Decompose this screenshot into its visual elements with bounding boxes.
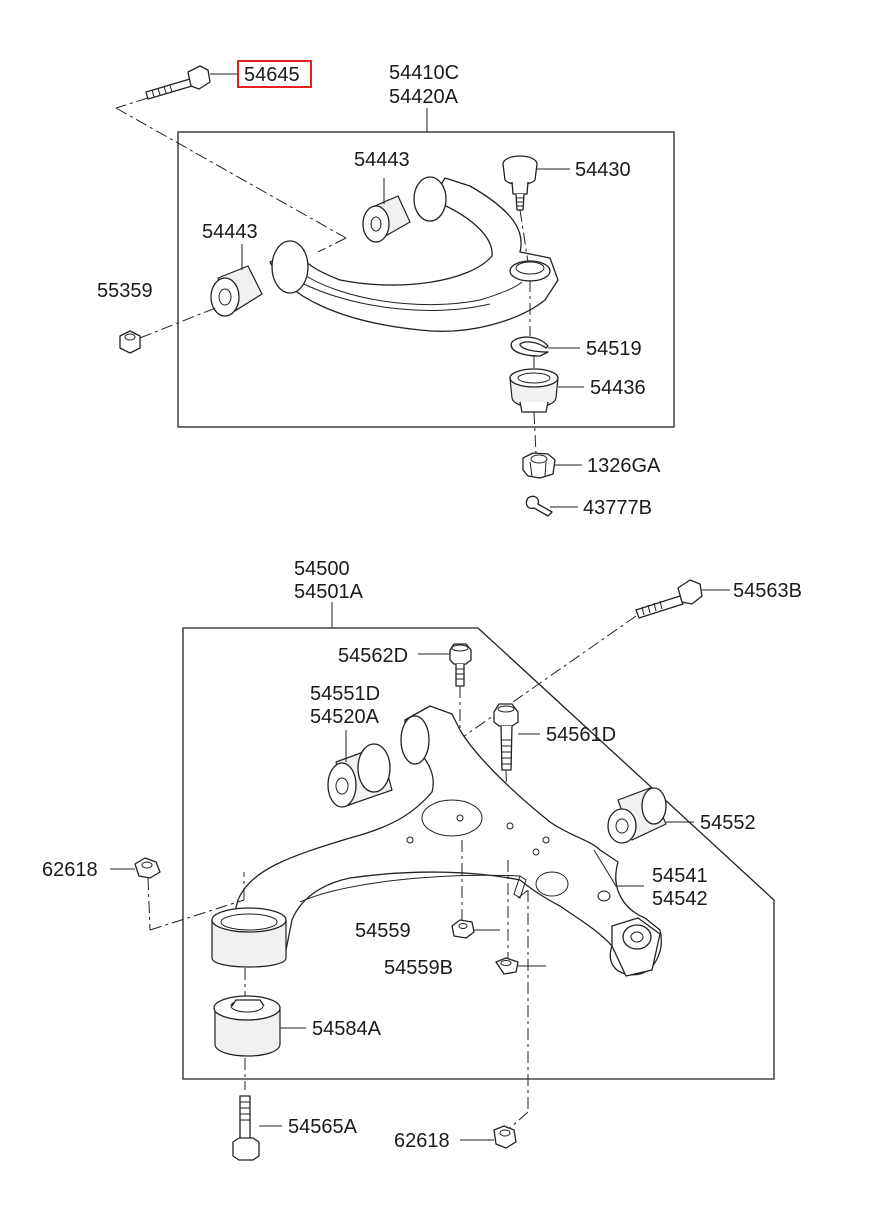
lower-arm-assembly-frame [182,627,775,1080]
nut-62618-left[interactable] [134,857,161,879]
dust-cover-54436[interactable] [509,368,559,413]
bolt-54562D[interactable] [449,643,472,687]
label-54501A[interactable]: 54501A [294,581,364,603]
bushing-54443-upper[interactable] [362,195,411,243]
label-54559B[interactable]: 54559B [384,957,453,979]
label-55359[interactable]: 55359 [97,280,153,302]
label-54551D[interactable]: 54551D [310,683,380,705]
label-54563B[interactable]: 54563B [733,580,802,602]
label-54559[interactable]: 54559 [355,920,411,942]
label-54443-upper[interactable]: 54443 [354,149,410,171]
label-62618-left[interactable]: 62618 [42,859,98,881]
label-54519[interactable]: 54519 [586,338,642,360]
nut-1326GA[interactable] [522,452,556,479]
bushing-ring[interactable] [211,907,287,968]
label-1326GA[interactable]: 1326GA [587,455,661,477]
upper-control-arm[interactable] [269,176,559,332]
bolt-54645[interactable] [145,65,211,100]
label-54552[interactable]: 54552 [700,812,756,834]
nut-55359[interactable] [119,330,141,354]
bushing-54552[interactable] [607,787,667,844]
label-62618-bottom[interactable]: 62618 [394,1130,450,1152]
label-54436[interactable]: 54436 [590,377,646,399]
label-54410C[interactable]: 54410C [389,62,459,84]
label-54645[interactable]: 54645 [244,64,300,86]
lower-control-arm[interactable] [229,705,662,977]
nut-62618-bottom[interactable] [493,1125,517,1149]
label-54541[interactable]: 54541 [652,865,708,887]
label-54562D[interactable]: 54562D [338,645,408,667]
label-54443-lower[interactable]: 54443 [202,221,258,243]
washer-54559[interactable] [451,919,475,939]
upper-arm-assembly-frame [177,131,675,428]
label-54500[interactable]: 54500 [294,558,350,580]
label-54542[interactable]: 54542 [652,888,708,910]
washer-54559B[interactable] [495,957,519,975]
label-43777B[interactable]: 43777B [583,497,652,519]
snap-ring-54519[interactable] [510,336,549,357]
label-54561D[interactable]: 54561D [546,724,616,746]
label-54430[interactable]: 54430 [575,159,631,181]
label-54420A[interactable]: 54420A [389,86,459,108]
bolt-54563B[interactable] [635,579,703,619]
bolt-54565A[interactable] [232,1095,260,1161]
cotter-pin-43777B[interactable] [525,495,553,517]
bolt-54561D[interactable] [493,703,519,771]
bushing-54443-lower[interactable] [210,265,263,317]
label-54584A[interactable]: 54584A [312,1018,382,1040]
ball-joint-54430[interactable] [502,155,538,211]
highlight-box-54645 [237,60,312,88]
label-54565A[interactable]: 54565A [288,1116,358,1138]
bushing-54584A[interactable] [213,995,281,1057]
bushing-54551D[interactable] [327,743,393,808]
label-54520A[interactable]: 54520A [310,706,380,728]
